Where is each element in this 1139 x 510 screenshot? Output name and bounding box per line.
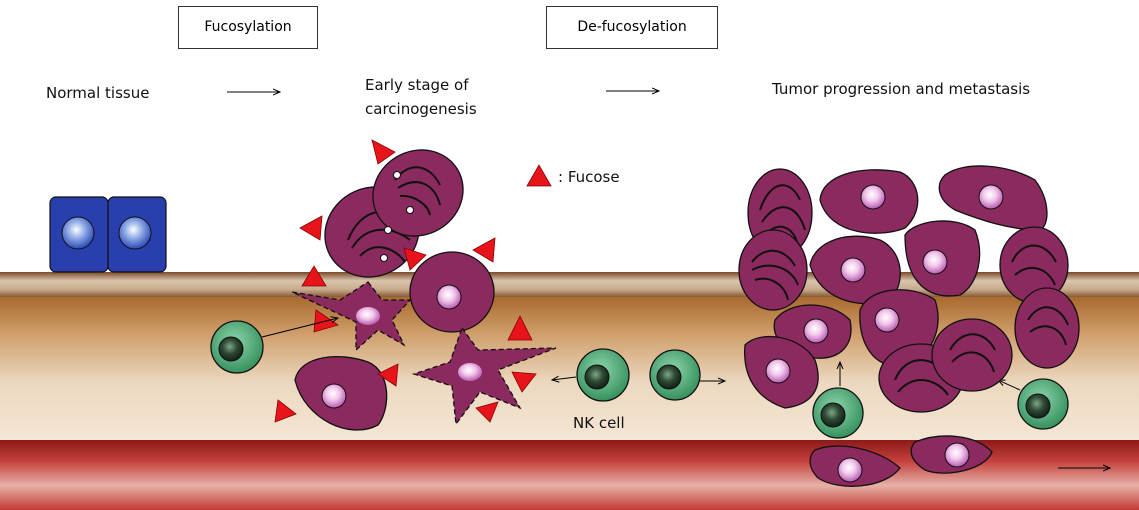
early-stage-label-line2: carcinogenesis [365,100,477,118]
early-stage-label-line1: Early stage of [365,76,469,94]
fucose-legend-label: : Fucose [558,168,620,186]
dividing-tumor-cell [372,149,464,262]
nk-cell [649,349,701,401]
fucose-legend-icon [526,164,552,187]
tumor-progression-label: Tumor progression and metastasis [772,80,1031,98]
nk-cell [812,387,864,439]
normal-epithelial-cell [49,196,109,273]
nk-cell [1017,378,1069,430]
fucosylation-label: Fucosylation [178,6,318,49]
tumor-cell [294,356,388,431]
nk-cell-label: NK cell [573,414,625,432]
defucosylation-label: De-fucosylation [546,6,718,49]
nk-arrow [552,377,577,380]
nk-arrow [998,380,1021,391]
tumor-cell [409,251,495,333]
tumor-mass [738,165,1080,487]
invading-star-cell [411,326,557,426]
fucose-triangles [274,139,537,423]
invading-star-cell [291,281,412,352]
normal-tissue-label: Normal tissue [46,84,150,102]
nk-arrow [261,318,338,338]
normal-epithelial-cell [107,196,167,273]
nk-cell [576,348,630,402]
nk-cell [210,320,264,374]
